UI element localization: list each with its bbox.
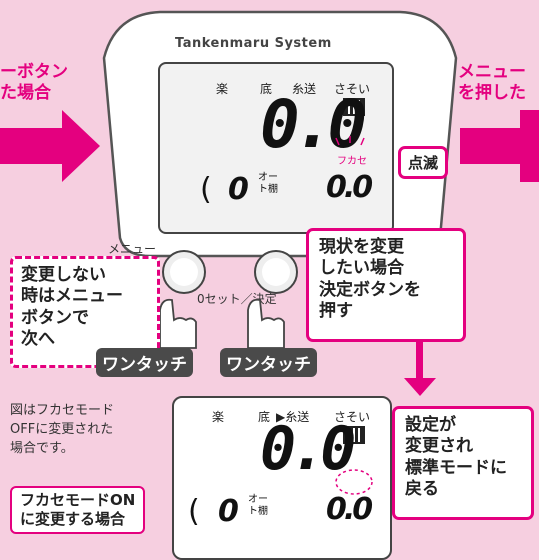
lcd-bottom-label-raku: 楽 xyxy=(212,410,225,424)
change-line1: 現状を変更 xyxy=(319,237,404,257)
fukase-on-line2: に変更する場合 xyxy=(20,509,126,528)
figure-note-line1: 図はフカセモード xyxy=(10,403,115,418)
menu-button[interactable] xyxy=(162,250,206,294)
result-line4: 戻る xyxy=(405,478,439,499)
no-change-line2: 時はメニュー xyxy=(21,286,123,307)
lcd-auto-tana-top: オート棚 xyxy=(258,172,278,195)
fukase-label: フカセ xyxy=(337,156,367,167)
figure-note: 図はフカセモード OFFに変更された 場合です。 xyxy=(10,402,114,459)
change-line4: 押す xyxy=(319,300,353,321)
right-arrow xyxy=(460,110,539,182)
down-arrow-head xyxy=(404,378,436,396)
left-fragment: ーボタン た場合 xyxy=(0,62,68,105)
brand-label: Tankenmaru System xyxy=(175,36,332,51)
lcd-small-reading-bottom: 0.0 xyxy=(326,492,373,527)
lcd-bottom-label-soko: 底 xyxy=(258,410,271,424)
lcd-screen-bottom xyxy=(172,396,392,560)
lcd-label-raku: 楽 xyxy=(216,82,229,96)
lcd-main-reading-top: 0.0 xyxy=(260,86,367,163)
lcd-main-reading-bottom: 0.0 xyxy=(260,414,356,484)
arrows-layer xyxy=(0,110,539,396)
no-change-line4: 次へ xyxy=(21,328,55,349)
result-line2: 変更され xyxy=(405,436,473,457)
battery-icon-bottom xyxy=(343,426,365,444)
lcd-sub-reading-bottom: 0 xyxy=(218,494,239,529)
lcd-paren-top: ( xyxy=(200,172,212,207)
figure-note-line3: 場合です。 xyxy=(10,440,74,456)
lcd-label-soko: 底 xyxy=(260,82,273,96)
pressing-hands xyxy=(159,298,285,349)
right-fragment-line2: を押した xyxy=(458,83,526,104)
blink-rays-icon xyxy=(335,136,365,146)
right-fragment: メニュー を押した xyxy=(458,62,526,105)
lcd-auto-tana-bottom: オート棚 xyxy=(248,494,268,517)
result-note: 設定が 変更され 標準モードに 戻る xyxy=(392,406,534,520)
down-arrow-shaft xyxy=(416,330,423,380)
left-fragment-line1: ーボタン xyxy=(0,62,68,82)
menu-button-label: メニュー xyxy=(108,242,157,256)
no-change-line1: 変更しない xyxy=(21,265,106,285)
change-note: 現状を変更 したい場合 決定ボタンを 押す xyxy=(306,228,466,342)
decide-button[interactable] xyxy=(254,250,298,294)
one-touch-label-menu: ワンタッチ xyxy=(96,348,193,377)
result-line3: 標準モードに xyxy=(405,457,507,478)
one-touch-label-decide: ワンタッチ xyxy=(220,348,317,377)
blink-label: 点滅 xyxy=(398,146,449,179)
result-line1: 設定が xyxy=(405,415,456,435)
blink-rays-bottom-icon xyxy=(335,469,373,495)
lcd-label-sasoi: さそい xyxy=(334,82,371,96)
change-line2: したい場合 xyxy=(319,258,404,279)
lcd-paren-bottom: ( xyxy=(188,494,200,529)
left-fragment-line2: た場合 xyxy=(0,83,51,104)
left-arrow xyxy=(0,110,100,182)
fukase-on-line1: フカセモードON xyxy=(20,491,136,509)
fukase-on-note: フカセモードON に変更する場合 xyxy=(10,486,146,534)
lcd-bottom-label-itookuri: ▶糸送 xyxy=(276,410,310,424)
no-change-line3: ボタンで xyxy=(21,307,89,328)
lcd-small-reading-top: 0.0 xyxy=(326,170,373,205)
lcd-label-itookuri: 糸送 xyxy=(292,82,317,96)
lcd-screen-top xyxy=(158,62,394,234)
battery-icon xyxy=(343,98,365,116)
change-line3: 決定ボタンを xyxy=(319,279,421,300)
right-fragment-line1: メニュー xyxy=(458,62,526,82)
figure-note-line2: OFFに変更された xyxy=(10,421,114,437)
lcd-sub-reading-top: 0 xyxy=(228,172,249,207)
lcd-bottom-label-sasoi: さそい xyxy=(334,410,371,424)
